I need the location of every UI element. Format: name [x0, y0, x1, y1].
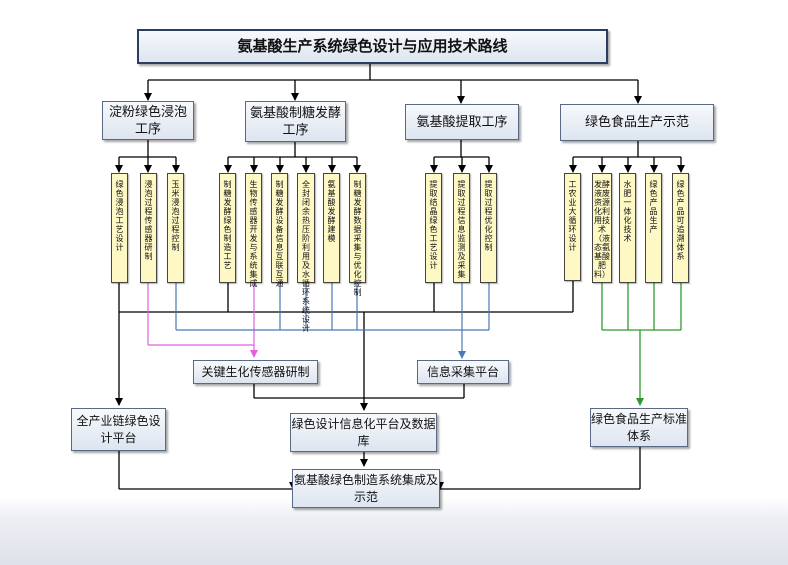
green-design-info-platform-box: 绿色设计信息化平台及数据库 [290, 413, 437, 452]
tech-item: 绿色产品可追溯体系 [672, 173, 689, 283]
tech-item: 工农业大循环设计 [564, 173, 581, 281]
tech-item: 绿色产品生产 [645, 173, 662, 283]
tech-item: 提取结晶绿色工艺设计 [425, 173, 442, 283]
tech-item: 绿色浸泡工艺设计 [111, 173, 128, 283]
tech-item: 氨基酸发酵建模 [323, 173, 340, 283]
sensor-development-box: 关键生化传感器研制 [193, 360, 318, 384]
tech-item: 浸泡过程传感器研制 [140, 173, 157, 283]
tech-item: 提取过程优化控制 [480, 173, 497, 283]
tech-item: 水肥一体化技术 [619, 173, 636, 283]
info-collection-platform-box: 信息采集平台 [417, 360, 509, 384]
tech-item: 发酵液废资源化利用技术（液态氨基酸肥料） [592, 173, 612, 283]
tech-item: 制糖发酵绿色制造工艺 [219, 173, 236, 283]
tech-item: 玉米浸泡过程控制 [167, 173, 184, 283]
tech-item: 提取过程信息监测及采集 [453, 173, 470, 283]
stage-green-food-demo: 绿色食品生产示范 [560, 104, 714, 141]
tech-item: 制糖发酵设备信息互联互通 [271, 173, 288, 288]
tech-item: 制糖发酵数据采集与优化控制 [349, 173, 366, 297]
green-food-standard-box: 绿色食品生产标准体系 [590, 408, 688, 447]
stage-amino-acid-extraction: 氨基酸提取工序 [405, 104, 519, 140]
tech-item: 全封闭余热压阶利用及水循环系统设计 [297, 173, 315, 333]
page-title: 氨基酸生产系统绿色设计与应用技术路线 [137, 29, 608, 64]
integration-demo-box: 氨基酸绿色制造系统集成及示范 [292, 469, 440, 508]
tech-item: 生物传感器开发与系统集成 [245, 173, 262, 288]
stage-sugar-fermentation: 氨基酸制糖发酵工序 [245, 101, 346, 142]
stage-starch-steeping: 淀粉绿色浸泡工序 [102, 101, 194, 140]
full-chain-design-platform-box: 全产业链绿色设计平台 [71, 408, 166, 451]
